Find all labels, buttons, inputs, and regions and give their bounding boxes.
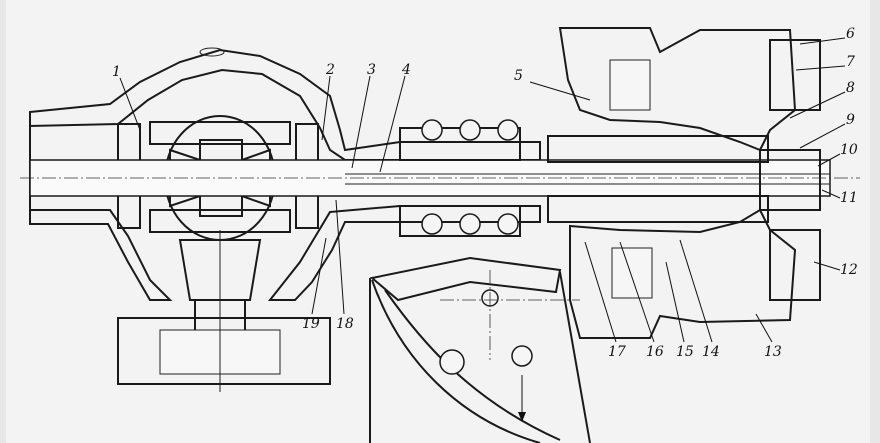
pinion-assembly: [117, 230, 331, 392]
callout-3: 3: [367, 62, 376, 78]
callout-8: 8: [846, 80, 855, 96]
callout-14: 14: [702, 344, 720, 360]
housing-lugs: [399, 119, 521, 237]
callout-2: 2: [325, 62, 335, 78]
callout-18: 18: [336, 316, 354, 332]
callout-9: 9: [846, 112, 855, 128]
callout-5: 5: [514, 68, 523, 84]
callout-4: 4: [401, 62, 411, 78]
callout-16: 16: [646, 344, 664, 360]
callout-6: 6: [846, 26, 855, 42]
callout-11: 11: [840, 190, 858, 206]
callout-13: 13: [764, 344, 782, 360]
callout-12: 12: [840, 262, 858, 278]
callout-1: 1: [112, 64, 121, 80]
callout-17: 17: [608, 344, 626, 360]
callout-10: 10: [840, 142, 858, 158]
wheel-hub-assembly: [547, 27, 821, 339]
callout-group: 1 2 3 4 5 6 7 8 9 10 11 12 13 14 15 16 1: [112, 26, 858, 360]
callout-15: 15: [676, 344, 694, 360]
brake-shield-sector-view: [369, 256, 591, 443]
callout-7: 7: [846, 54, 855, 70]
callout-19: 19: [302, 316, 320, 332]
